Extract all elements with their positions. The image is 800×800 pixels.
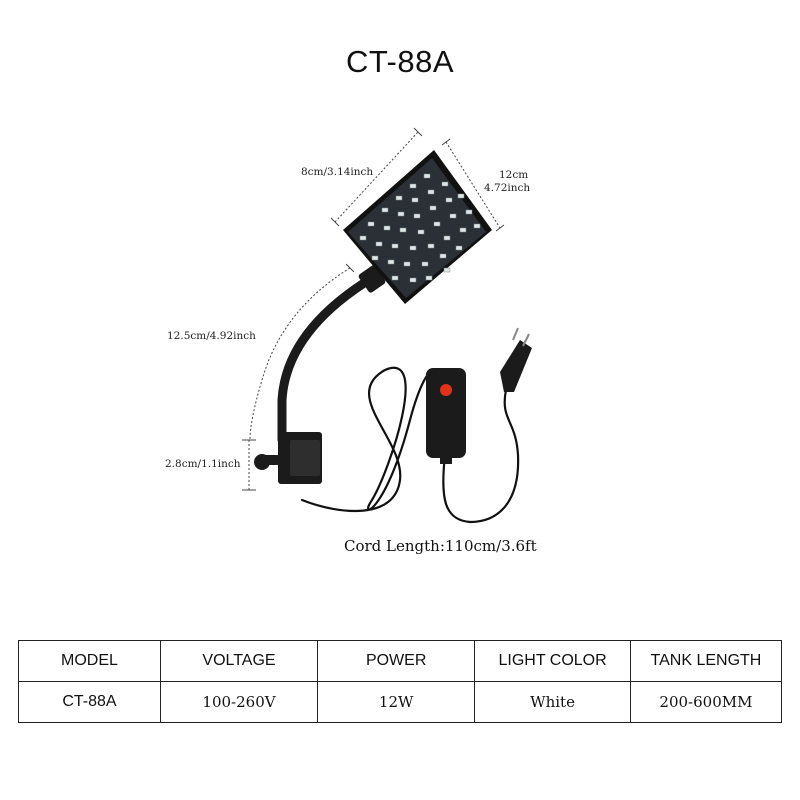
product-title: CT-88A — [345, 44, 455, 79]
tank-clip — [254, 432, 322, 484]
value-model: CT-88A — [18, 681, 161, 723]
spec-value-row: CT-88A 100-260V 12W White 200-600MM — [18, 681, 783, 723]
gooseneck — [277, 273, 377, 445]
header-power: POWER — [317, 640, 476, 682]
dim-clip-height: 2.8cm/1.1inch — [165, 458, 241, 470]
led-chips — [359, 173, 481, 283]
switch-button — [440, 384, 452, 396]
dim-line-neck — [249, 267, 351, 441]
header-model: MODEL — [18, 640, 161, 682]
header-light-color: LIGHT COLOR — [474, 640, 631, 682]
value-tank-length: 200-600MM — [629, 681, 783, 723]
inline-switch — [426, 368, 466, 464]
led-panel — [343, 150, 492, 304]
value-light-color: White — [474, 681, 631, 723]
value-voltage: 100-260V — [159, 681, 319, 723]
dim-panel-width: 8cm/3.14inch — [301, 166, 374, 178]
power-cord — [300, 366, 442, 513]
eu-plug — [500, 327, 532, 392]
dim-panel-length-inch: 4.72inch — [484, 182, 531, 194]
dim-neck-length: 12.5cm/4.92inch — [167, 330, 256, 342]
header-voltage: VOLTAGE — [159, 640, 319, 682]
dim-panel-length-cm: 12cm — [499, 169, 529, 181]
spec-table: MODEL VOLTAGE POWER LIGHT COLOR TANK LEN… — [18, 640, 783, 723]
dim-line-length — [445, 141, 501, 229]
dim-line-width — [334, 131, 419, 223]
header-tank-length: TANK LENGTH — [629, 640, 783, 682]
spec-header-row: MODEL VOLTAGE POWER LIGHT COLOR TANK LEN… — [18, 640, 783, 682]
value-power: 12W — [317, 681, 476, 723]
cord-length: Cord Length:110cm/3.6ft — [344, 537, 537, 555]
